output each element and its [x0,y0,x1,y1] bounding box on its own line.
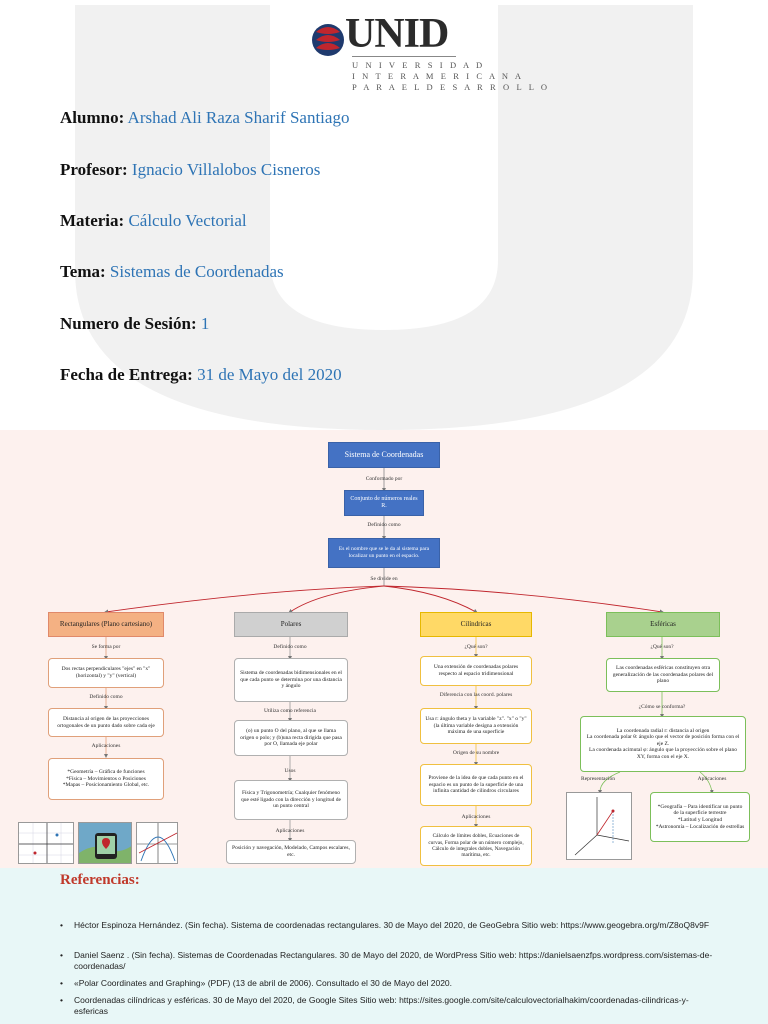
info-label: Numero de Sesión: [60,314,197,333]
info-value: 31 de Mayo del 2020 [197,365,342,384]
esf-label-3: Representación [581,776,615,782]
reference-text: Daniel Saenz . (Sin fecha). Sistemas de … [74,950,713,972]
cil-title-box: Cilíndricas [420,612,532,637]
label-conformado: Conformado por [365,476,403,482]
info-profesor: Profesor: Ignacio Villalobos Cisneros [60,160,320,180]
references-title: Referencias: [60,872,140,888]
reference-item: • Daniel Saenz . (Sin fecha). Sistemas de… [60,950,720,972]
rect-function-image [136,822,178,864]
unid-logo-emblem [312,24,344,56]
rect-box-2: Distancia al origen de las proyecciones … [48,708,164,737]
esf-box-4: *Geografía – Para identificar un punto d… [650,792,750,842]
label-definido: Definido como [367,522,401,528]
cil-label-3: Origen de su nombre [452,750,500,756]
esf-label-4: Aplicaciones [697,776,727,782]
polar-label-1: Definido como [273,644,307,650]
esf-box-2: La coordenada radial r: distancia al ori… [580,716,746,772]
reference-item: • «Polar Coordinates and Graphing» (PDF) … [60,978,720,989]
rect-box-1: Dos rectas perpendiculares "ejes" en "x"… [48,658,164,688]
cil-box-4: Cálculo de límites dobles, Ecuaciones de… [420,826,532,866]
rect-box-3: *Geometría – Gráfica de funciones *Físic… [48,758,164,800]
reference-item: • Héctor Espinoza Hernández. (Sin fecha).… [60,920,720,931]
cil-label-2: Diferencia con las coord. polares [439,692,513,698]
definicion-box: Es el nombre que se le da al sistema par… [328,538,440,568]
polar-box-3: Física y Trigonometría; Cualquier fenóme… [234,780,348,820]
info-value: Arshad Ali Raza Sharif Santiago [127,108,350,127]
polar-box-1: Sistema de coordenadas bidimensionales e… [234,658,348,702]
rect-label-2: Definido como [89,694,123,700]
rect-graph-image [18,822,74,864]
esf-label-1: ¿Qué son? [650,644,674,650]
esf-title-box: Esféricas [606,612,720,637]
watermark-u-logo [75,5,693,430]
info-materia: Materia: Cálculo Vectorial [60,211,247,231]
polar-title-box: Polares [234,612,348,637]
esf-label-2: ¿Cómo se conforma? [638,704,686,710]
cil-box-3: Proviene de la idea de que cada punto en… [420,764,532,806]
cil-label-4: Aplicaciones [461,814,491,820]
polar-label-3: Usos [284,768,296,774]
info-value: Cálculo Vectorial [128,211,247,230]
cil-label-1: ¿Qué son? [464,644,488,650]
info-tema: Tema: Sistemas de Coordenadas [60,262,284,282]
polar-label-4: Aplicaciones [275,828,305,834]
logo-subtitle-1: U N I V E R S I D A D [352,60,485,70]
info-fecha: Fecha de Entrega: 31 de Mayo del 2020 [60,365,342,385]
references-section: Referencias: • Héctor Espinoza Hernández.… [0,868,768,1024]
bullet-icon: • [60,950,63,960]
root-box: Sistema de Coordenadas [328,442,440,468]
rect-title-box: Rectangulares (Plano cartesiano) [48,612,164,637]
concept-map-connectors [103,468,714,842]
info-label: Alumno: [60,108,125,127]
reference-text: Coordenadas cilíndricas y esféricas. 30 … [74,995,689,1017]
cover-page: UNID U N I V E R S I D A D I N T E R A M… [0,0,768,430]
info-sesion: Numero de Sesión: 1 [60,314,209,334]
info-value: 1 [200,314,210,333]
reference-text: Héctor Espinoza Hernández. (Sin fecha). … [74,920,710,930]
rect-label-1: Se forma por [91,644,121,650]
esf-representation-image [566,792,632,860]
esf-box-1: Las coordenadas esféricas constituyen ot… [606,658,720,692]
info-label: Profesor: [60,160,128,179]
reference-item: • Coordenadas cilíndricas y esféricas. 30… [60,995,720,1017]
logo-divider [352,56,456,57]
conjunto-box: Conjunto de números reales R. [344,490,424,516]
bullet-icon: • [60,978,63,988]
info-label: Tema: [60,262,106,281]
cil-box-1: Una extensión de coordenadas polares res… [420,656,532,686]
info-value: Ignacio Villalobos Cisneros [131,160,321,179]
info-label: Fecha de Entrega: [60,365,193,384]
bullet-icon: • [60,995,63,1005]
logo-text: UNID [345,11,449,57]
rect-map-image [78,822,132,864]
cil-box-2: Usa r: ángulo theta y la variable "z". "… [420,708,532,744]
rect-label-3: Aplicaciones [91,743,121,749]
polar-box-4: Posición y navegación, Modelado, Campos … [226,840,356,864]
label-divide: Se divide en [370,576,398,582]
polar-box-2: (o) un punto O del plano, al que se llam… [234,720,348,756]
logo-subtitle-2: I N T E R A M E R I C A N A [352,71,524,81]
info-alumno: Alumno: Arshad Ali Raza Sharif Santiago [60,108,349,128]
reference-text: «Polar Coordinates and Graphing» (PDF) (… [74,978,453,988]
concept-map: Sistema de Coordenadas Conformado por Co… [0,430,768,868]
polar-label-2: Utiliza como referencia [264,708,316,714]
info-value: Sistemas de Coordenadas [109,262,284,281]
info-label: Materia: [60,211,125,230]
bullet-icon: • [60,920,63,930]
logo-subtitle-3: P A R A E L D E S A R R O L L O [352,82,550,92]
